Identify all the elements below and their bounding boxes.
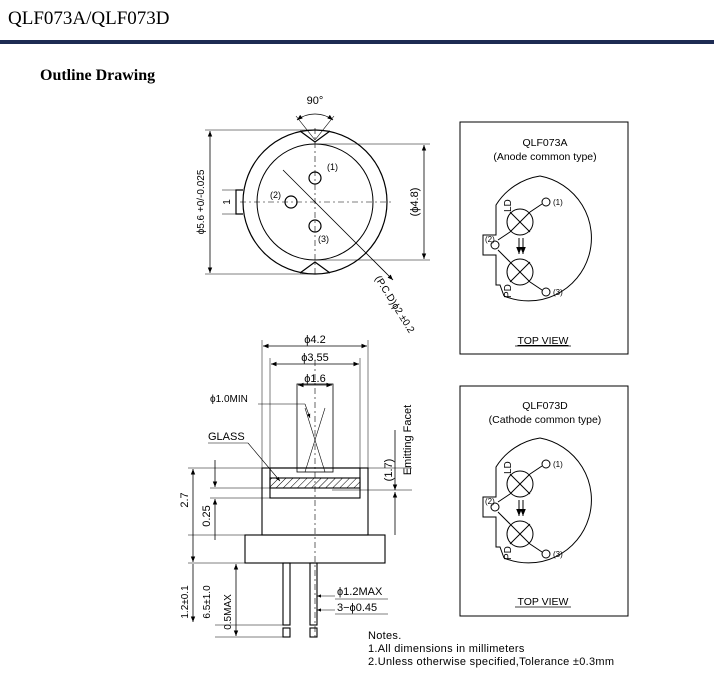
dim-d16: ϕ1.6 [304, 373, 325, 385]
box-d-ld-diode [506, 470, 534, 498]
box-a-ld: LD [503, 199, 514, 212]
dim-h27: 2.7 [179, 492, 191, 507]
box-d-model: QLF073D [522, 400, 568, 412]
box-a-p3: (3) [553, 288, 563, 297]
dim-h17: (1.7) [383, 459, 395, 482]
box-d-view: TOP VIEW [518, 596, 569, 608]
diameter-left-label: ϕ5.6 +0/-0.025 [196, 169, 207, 234]
box-d-p2: (2) [485, 497, 495, 506]
dim-pins: 3−ϕ0.45 [337, 602, 377, 614]
box-a-outline [503, 175, 592, 302]
emitting-facet-label: Emitting Facet [402, 405, 414, 475]
side-view-drawing [188, 340, 412, 640]
box-d-outline [503, 437, 592, 564]
notes-block: Notes. 1.All dimensions in millimeters 2… [368, 630, 614, 669]
box-a-p2: (2) [485, 235, 495, 244]
box-a-view: TOP VIEW [518, 335, 569, 347]
title-divider [0, 40, 714, 44]
box-d-pd: PD [503, 546, 514, 560]
pin-right [309, 562, 318, 626]
notch-dim-label: 1 [222, 199, 233, 205]
dim-d355: ϕ3.55 [301, 352, 329, 364]
pin2-label: (2) [270, 190, 281, 200]
box-a-p1: (1) [553, 198, 563, 207]
pin1-label: (1) [327, 162, 338, 172]
box-a-pd: PD [503, 284, 514, 298]
section-title: Outline Drawing [40, 67, 156, 84]
box-a-ld-diode [506, 208, 534, 236]
pin-right-end [309, 627, 318, 638]
box-d-pd-diode [506, 520, 534, 548]
top-view-drawing [205, 113, 430, 281]
cathode-common-box: QLF073D (Cathode common type) LD PD (1) … [459, 385, 629, 617]
box-d-type: (Cathode common type) [489, 414, 602, 426]
dim-d10min: ϕ1.0MIN [210, 394, 248, 405]
glass-label: GLASS [208, 431, 245, 443]
angle-label: 90° [307, 95, 324, 107]
document-title: QLF073A/QLF073D [8, 8, 170, 29]
dim-h05max: 0.5MAX [223, 594, 234, 630]
box-a-pd-diode [506, 258, 534, 286]
pcd-label: (P.C.D)ϕ2 ±0.2 [372, 274, 416, 336]
dim-h65: 6.5±1.0 [202, 585, 213, 619]
dim-h025: 0.25 [201, 505, 213, 526]
box-d-p3: (3) [553, 550, 563, 559]
left-key [235, 189, 243, 215]
notes-heading: Notes. [368, 630, 402, 642]
pin-left-end [282, 627, 291, 638]
dim-d12max: ϕ1.2MAX [337, 586, 383, 598]
box-d-ld: LD [503, 461, 514, 474]
box-a-model: QLF073A [523, 137, 568, 149]
anode-common-box: QLF073A (Anode common type) LD PD (1) (2… [459, 121, 629, 355]
box-d-p1: (1) [553, 460, 563, 469]
notes-line-2: 2.Unless otherwise specified,Tolerance ±… [368, 656, 615, 668]
bottom-notch [299, 261, 331, 274]
notes-line-1: 1.All dimensions in millimeters [368, 643, 525, 655]
diameter-right-label: (ϕ4.8) [409, 188, 421, 217]
dim-h12: 1.2±0.1 [180, 585, 191, 619]
pin-left [282, 562, 291, 626]
dim-d42: ϕ4.2 [304, 334, 325, 346]
box-a-type: (Anode common type) [493, 151, 596, 163]
pin3-label: (3) [318, 234, 329, 244]
